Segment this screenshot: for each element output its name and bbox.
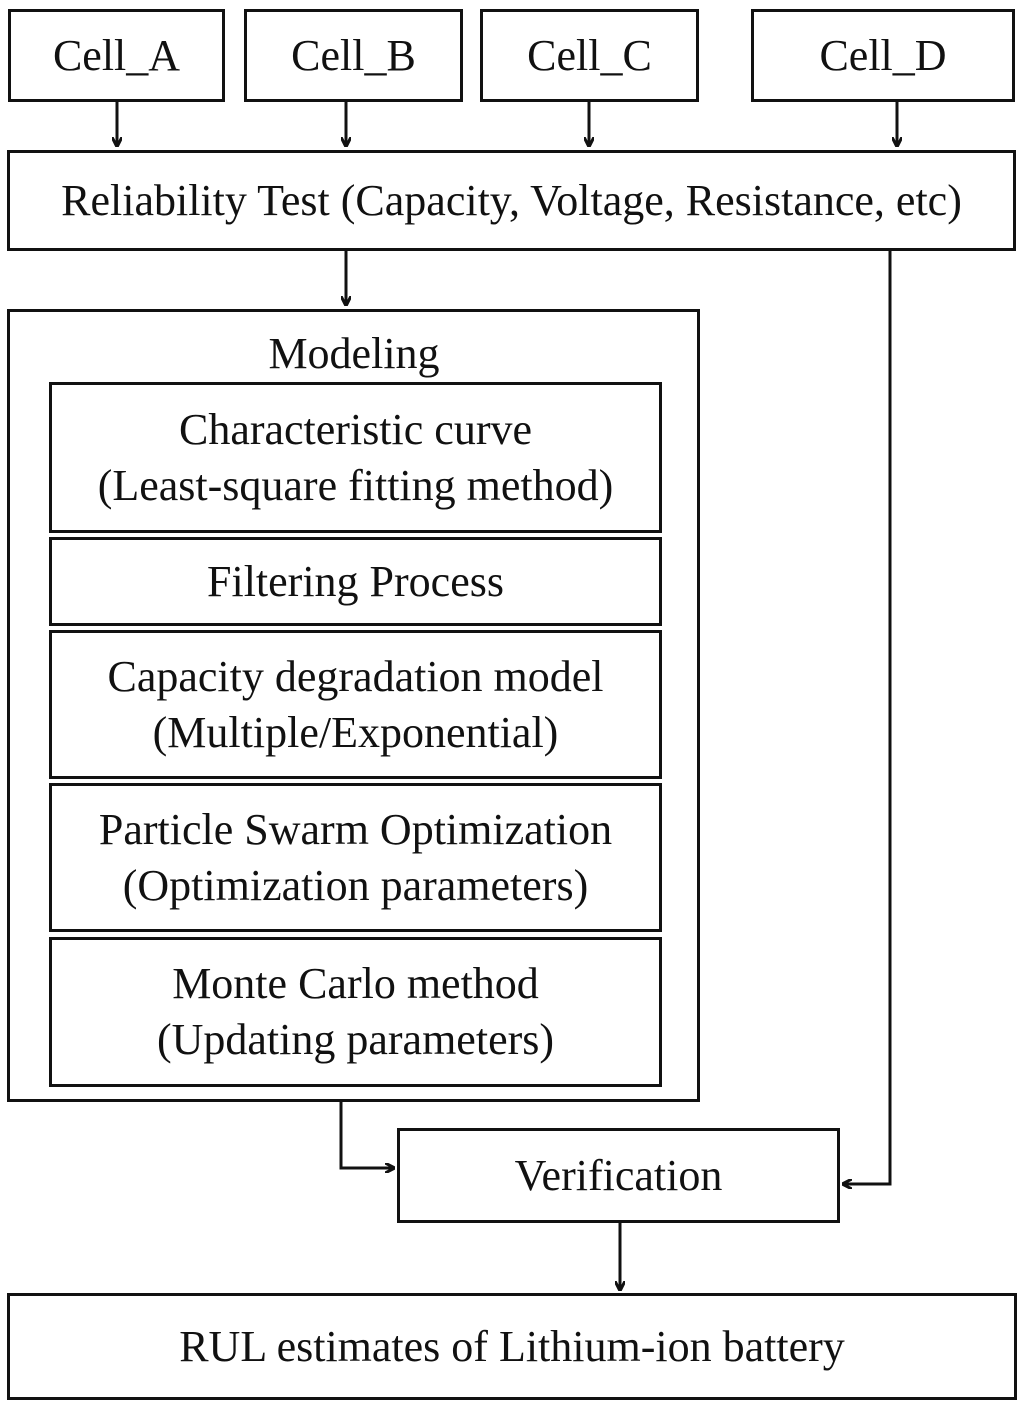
result-box: RUL estimates of Lithium-ion battery (7, 1293, 1017, 1400)
modeling-step-filtering-process: Filtering Process (49, 537, 662, 626)
step-1-title: Characteristic curve (178, 404, 532, 454)
reliability-test-box: Reliability Test (Capacity, Voltage, Res… (7, 150, 1016, 251)
cell-d-label: Cell_D (819, 30, 947, 80)
modeling-step-particle-swarm: Particle Swarm Optimization (Optimizatio… (49, 783, 662, 932)
result-label: RUL estimates of Lithium-ion battery (179, 1321, 845, 1371)
step-5-title: Monte Carlo method (172, 959, 539, 1008)
cell-a-label: Cell_A (52, 30, 181, 80)
cell-b-label: Cell_B (291, 30, 416, 80)
reliability-test-label: Reliability Test (Capacity, Voltage, Res… (61, 175, 962, 225)
cell-c-box: Cell_C (480, 9, 699, 102)
cell-b-box: Cell_B (244, 9, 463, 102)
verification-box: Verification (397, 1128, 840, 1223)
cell-a-box: Cell_A (8, 9, 225, 102)
step-3-subtitle: (Multiple/Exponential) (152, 707, 559, 757)
modeling-step-monte-carlo: Monte Carlo method (Updating parameters) (49, 937, 662, 1087)
step-5-subtitle: (Updating parameters) (156, 1015, 555, 1064)
step-1-subtitle: (Least-square fitting method) (97, 460, 614, 510)
cell-d-box: Cell_D (751, 9, 1015, 102)
modeling-step-capacity-degradation: Capacity degradation model (Multiple/Exp… (49, 630, 662, 779)
cell-c-label: Cell_C (527, 30, 652, 80)
modeling-title: Modeling (268, 329, 440, 378)
modeling-step-characteristic-curve: Characteristic curve (Least-square fitti… (49, 382, 662, 533)
verification-label: Verification (514, 1150, 723, 1200)
arrow-test-to-verification (843, 250, 892, 1184)
step-4-title: Particle Swarm Optimization (98, 804, 613, 854)
step-4-subtitle: (Optimization parameters) (122, 860, 589, 910)
step-2-title: Filtering Process (207, 556, 504, 606)
step-3-title: Capacity degradation model (107, 651, 604, 701)
arrow-modeling-to-verification (339, 1101, 394, 1168)
